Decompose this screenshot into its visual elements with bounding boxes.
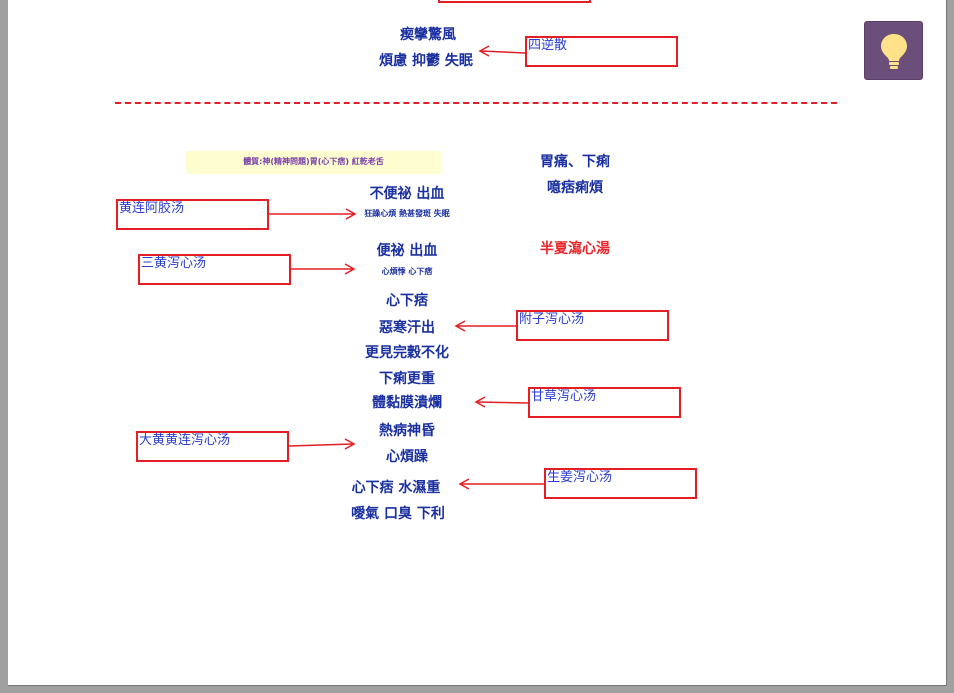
section-divider xyxy=(115,102,837,104)
symptom-label: 便祕 出血 xyxy=(376,243,438,259)
formula-box-gancao: 甘草泻心汤 xyxy=(528,387,681,418)
symptom-label: 體黏膜潰爛 xyxy=(372,395,442,411)
document-page xyxy=(8,0,947,686)
symptom-detail: 心煩悸 心下痞 xyxy=(381,267,433,276)
lightbulb-icon xyxy=(881,34,907,69)
formula-box-dahuang-huanglian: 大黄黄连泻心汤 xyxy=(136,431,289,462)
symptom-label: 煩慮 抑鬱 失眠 xyxy=(379,53,473,69)
symptom-label: 惡寒汗出 xyxy=(379,320,435,336)
symptom-label: 心煩躁 xyxy=(386,449,428,465)
right-symptom-1: 胃痛、下痢 xyxy=(540,154,610,170)
symptom-label: 心下痞 xyxy=(386,293,428,309)
formula-box-huanglian-ejiao: 黄连阿胶汤 xyxy=(116,199,269,230)
symptom-label: 心下痞 水濕重 xyxy=(351,480,441,496)
symptom-label: 瘈攣驚風 xyxy=(400,27,456,43)
formula-box-sanhuang: 三黄泻心汤 xyxy=(138,254,291,285)
formula-box-sini-san: 四逆散 xyxy=(525,36,678,67)
formula-title-banxia-xiexin: 半夏瀉心湯 xyxy=(540,241,610,257)
formula-box-fuzi: 附子泻心汤 xyxy=(516,310,669,341)
formula-box-shengjiang: 生姜泻心汤 xyxy=(544,468,697,499)
constitution-highlight: 體質:神(精神問題)胃(心下痞) 紅乾老舌 xyxy=(186,151,441,174)
formula-box-cut-off xyxy=(438,0,591,3)
hint-button[interactable] xyxy=(864,21,923,80)
symptom-label: 熱病神昏 xyxy=(379,423,435,439)
symptom-label: 下痢更重 xyxy=(379,371,435,387)
right-symptom-2: 噫痞痢煩 xyxy=(547,180,603,196)
constitution-text: 體質:神(精神問題)胃(心下痞) 紅乾老舌 xyxy=(243,157,384,166)
symptom-label: 更見完穀不化 xyxy=(365,345,449,361)
symptom-detail: 狂躁心煩 熱甚發斑 失眠 xyxy=(364,209,450,218)
symptom-label: 不便祕 出血 xyxy=(369,186,445,202)
symptom-label: 噯氣 口臭 下利 xyxy=(351,506,445,522)
